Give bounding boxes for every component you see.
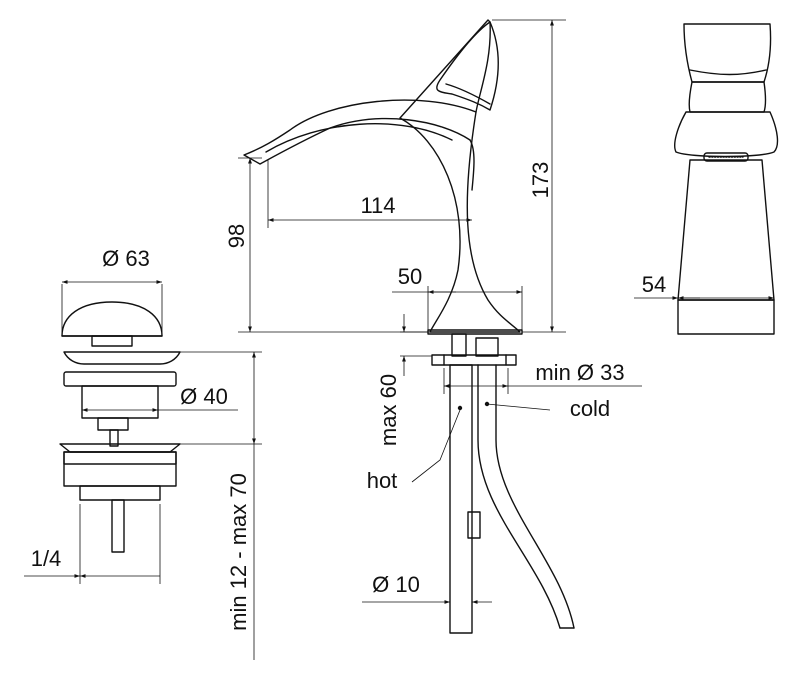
dimension-173: 173 <box>492 19 566 333</box>
label-cold: cold <box>570 396 610 421</box>
dimension-max-60: max 60 <box>376 314 432 446</box>
dimension-1-4: 1/4 <box>24 504 161 584</box>
label-min-33: min Ø 33 <box>535 360 624 385</box>
label-hot: hot <box>367 468 398 493</box>
label-173: 173 <box>528 162 553 199</box>
label-diameter-40: Ø 40 <box>180 384 228 409</box>
dimension-diameter-40: Ø 40 <box>81 384 238 418</box>
dimension-98: 98 <box>224 157 430 333</box>
leader-hot: hot <box>367 409 461 493</box>
dimension-114: 114 <box>267 160 472 228</box>
leader-cold: cold <box>486 396 610 421</box>
dimension-54: 54 <box>634 272 774 300</box>
label-50: 50 <box>398 264 422 289</box>
faucet-side-view <box>243 19 575 634</box>
label-min-12-max-70: min 12 - max 70 <box>226 473 251 631</box>
dimension-50: 50 <box>392 264 523 330</box>
pop-up-waste <box>59 301 181 553</box>
faucet-front-view <box>674 23 779 335</box>
label-114: 114 <box>360 193 395 218</box>
label-98: 98 <box>224 224 249 248</box>
dimension-diameter-10: Ø 10 <box>362 572 492 612</box>
dimension-min-12-max-70: min 12 - max 70 <box>180 351 262 660</box>
label-max-60: max 60 <box>376 374 401 446</box>
label-diameter-63: Ø 63 <box>102 246 150 271</box>
label-1-4: 1/4 <box>31 546 62 571</box>
label-diameter-10: Ø 10 <box>372 572 420 597</box>
dimension-min-33: min Ø 33 <box>443 360 642 394</box>
label-54: 54 <box>642 272 666 297</box>
dimension-diameter-63: Ø 63 <box>61 246 163 334</box>
